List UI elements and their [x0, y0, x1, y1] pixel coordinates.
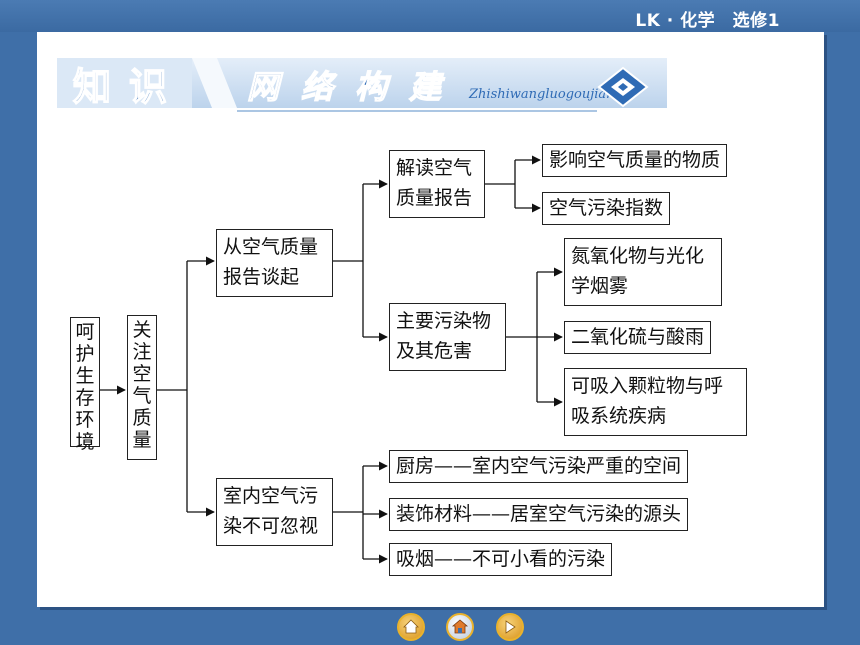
leaf-smoking: 吸烟——不可小看的污染 — [389, 543, 613, 576]
leaf-nox-smog-line-2: 学烟雾 — [571, 275, 629, 297]
course-label: LK · 化学 选修1 — [635, 11, 780, 31]
leaf-so2-acid-rain-text: 二氧化硫与酸雨 — [571, 326, 705, 348]
leaf-so2-acid-rain: 二氧化硫与酸雨 — [564, 321, 712, 354]
banner-title-char-2: 识 — [129, 65, 167, 109]
next-icon[interactable] — [496, 613, 524, 641]
banner-subtitle-char-2: 络 — [301, 68, 338, 106]
slide-panel: 知 识 网 络 构 建 Zhishiwangluogoujian — [37, 32, 824, 607]
leaf-pollution-index: 空气污染指数 — [542, 192, 671, 225]
root-node-text: 呵护生存环境 — [75, 321, 95, 453]
sub-read-report-line-2: 质量报告 — [396, 187, 473, 209]
banner-subtitle-char-3: 构 — [355, 68, 392, 106]
level1-node-text: 关注空气质量 — [132, 319, 152, 451]
branch-indoor-air-line-2: 染不可忽视 — [223, 515, 319, 537]
banner-title-char-1: 知 — [73, 65, 111, 109]
leaf-particulates-line-2: 吸系统疾病 — [571, 405, 667, 427]
diamond-emblem-icon — [597, 66, 649, 108]
leaf-kitchen: 厨房——室内空气污染严重的空间 — [389, 450, 689, 483]
sub-main-pollutants-line-1: 主要污染物 — [396, 310, 492, 332]
branch-air-report-line-1: 从空气质量 — [223, 236, 319, 258]
section-banner: 知 识 网 络 构 建 Zhishiwangluogoujian — [57, 58, 667, 112]
branch-indoor-air-line-1: 室内空气污 — [223, 485, 319, 507]
leaf-smoking-text: 吸烟——不可小看的污染 — [396, 548, 606, 570]
branch-air-report-node: 从空气质量 报告谈起 — [216, 229, 333, 297]
branch-indoor-air-node: 室内空气污 染不可忽视 — [216, 478, 333, 546]
leaf-nox-smog-line-1: 氮氧化物与光化 — [571, 245, 705, 267]
leaf-pollution-index-text: 空气污染指数 — [549, 197, 664, 219]
leaf-decoration-materials-text: 装饰材料——居室空气污染的源头 — [396, 503, 682, 525]
sub-read-report-line-1: 解读空气 — [396, 157, 473, 179]
leaf-kitchen-text: 厨房——室内空气污染严重的空间 — [396, 455, 682, 477]
banner-pinyin: Zhishiwangluogoujian — [468, 87, 615, 102]
banner-subtitle-char-1: 网 — [247, 68, 284, 106]
sub-main-pollutants-node: 主要污染物 及其危害 — [389, 303, 506, 371]
branch-air-report-line-2: 报告谈起 — [223, 266, 300, 288]
root-node: 呵护生存环境 — [70, 317, 100, 453]
sub-read-report-node: 解读空气 质量报告 — [389, 150, 485, 218]
back-icon[interactable] — [446, 613, 474, 641]
leaf-particulates: 可吸入颗粒物与呼 吸系统疾病 — [564, 368, 747, 436]
home-icon[interactable] — [397, 613, 425, 641]
leaf-nox-smog: 氮氧化物与光化 学烟雾 — [564, 238, 722, 306]
leaf-affecting-substances-text: 影响空气质量的物质 — [549, 149, 721, 171]
sub-main-pollutants-line-2: 及其危害 — [396, 340, 473, 362]
leaf-particulates-line-1: 可吸入颗粒物与呼 — [571, 375, 724, 397]
leaf-decoration-materials: 装饰材料——居室空气污染的源头 — [389, 498, 689, 531]
leaf-affecting-substances: 影响空气质量的物质 — [542, 144, 728, 177]
top-bar: LK · 化学 选修1 — [0, 0, 860, 32]
banner-subtitle-char-4: 建 — [409, 68, 445, 106]
diagram-connectors — [99, 155, 563, 564]
level1-node: 关注空气质量 — [127, 315, 157, 460]
